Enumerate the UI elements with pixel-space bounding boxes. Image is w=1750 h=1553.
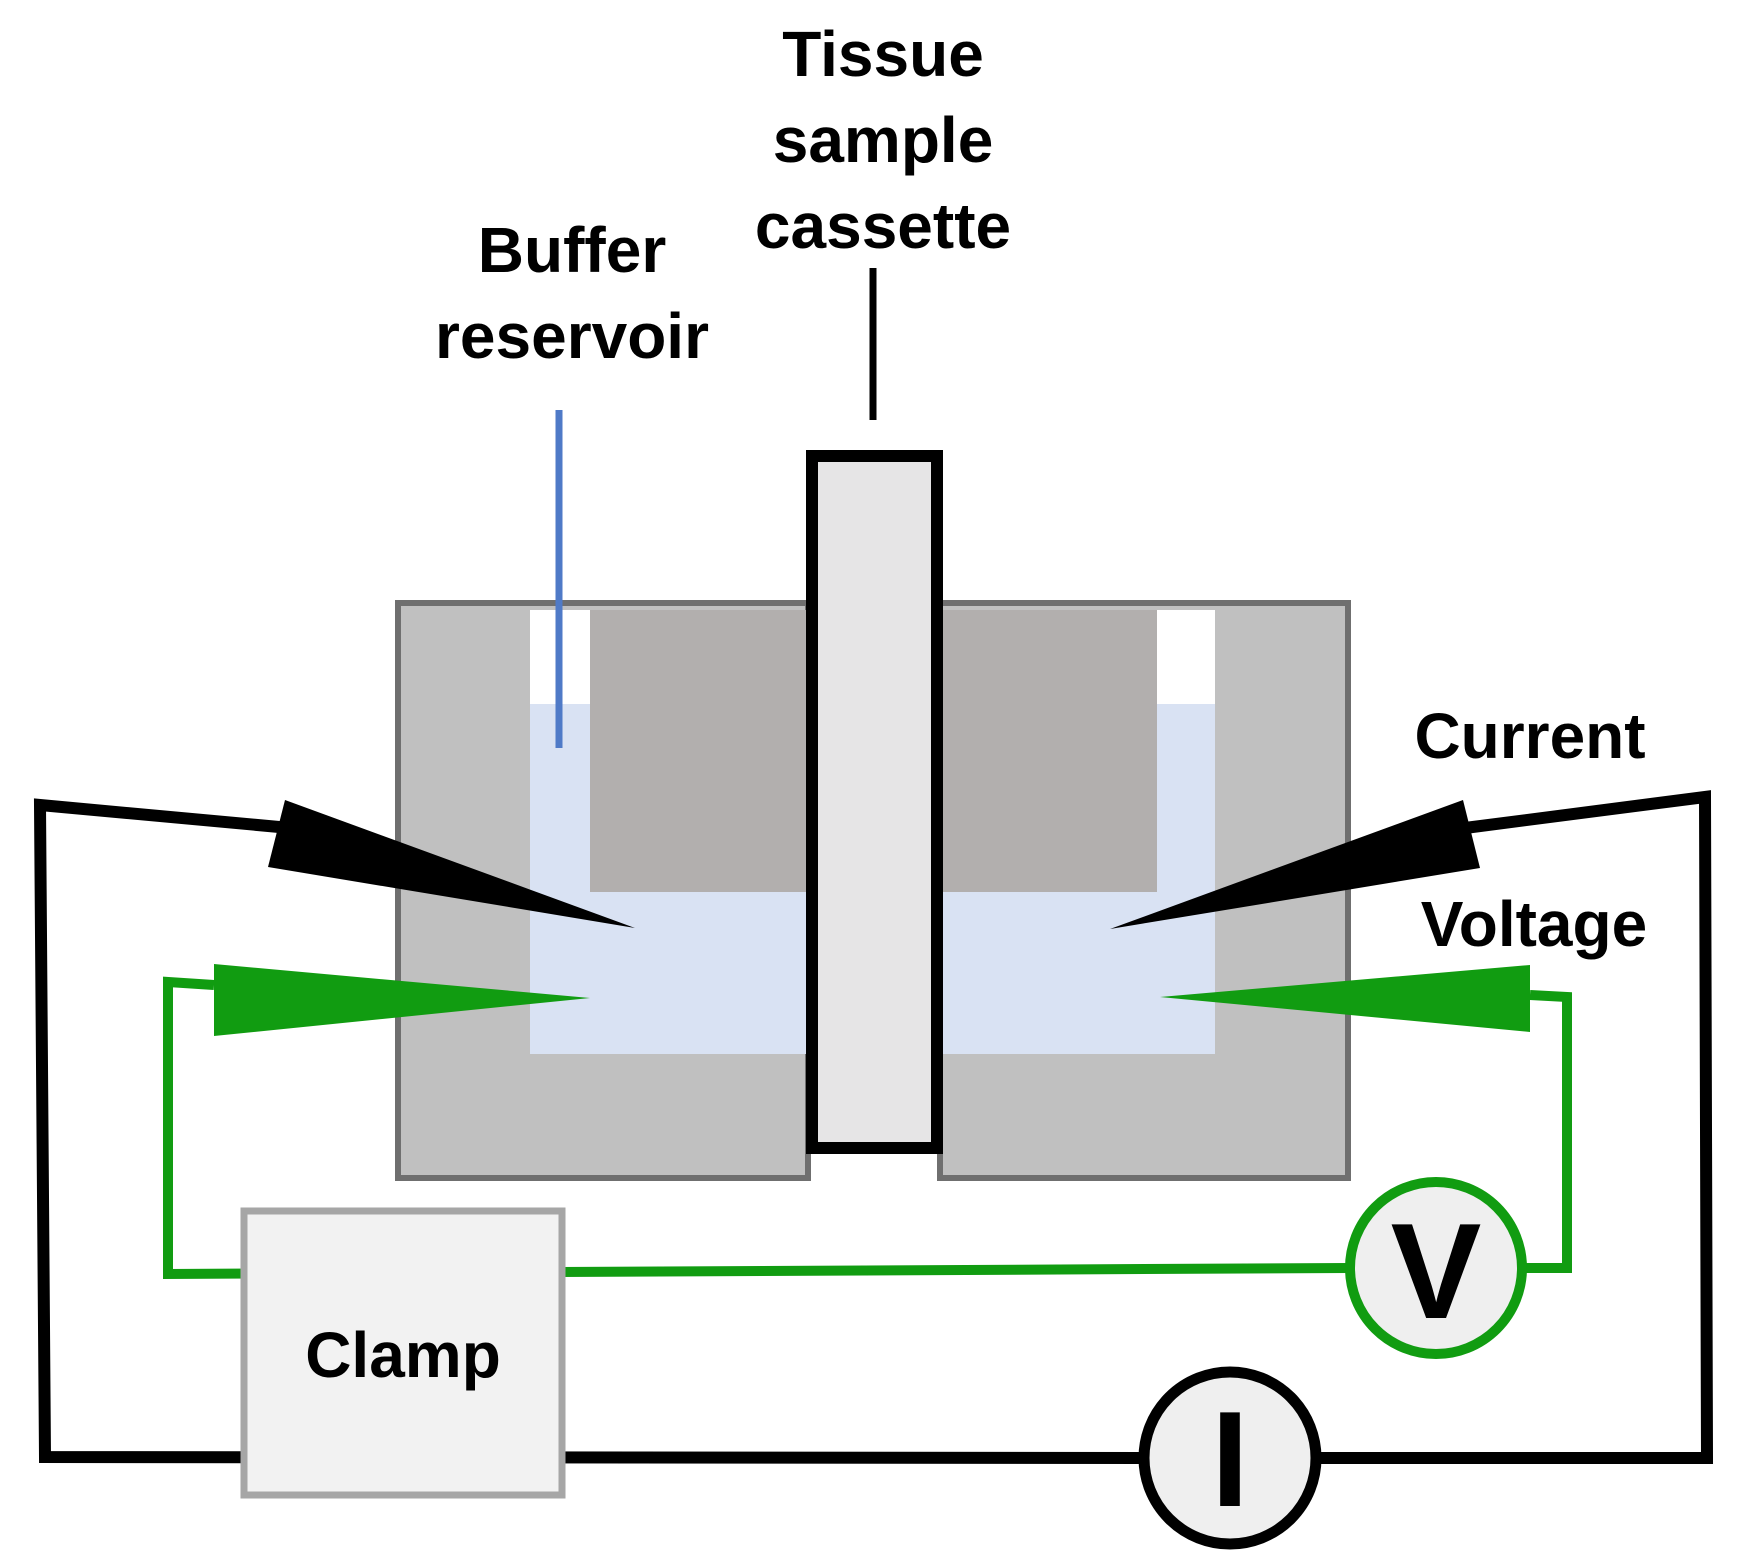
ammeter	[1138, 1366, 1322, 1550]
voltage-circuit-wire	[163, 976, 1351, 1280]
buffer-label-line1: Buffer	[478, 214, 666, 286]
voltage-label: Voltage	[1421, 888, 1647, 960]
tissue-label-line1: Tissue	[782, 18, 984, 90]
current-electrode-left	[268, 800, 635, 928]
inner-block-left	[590, 610, 810, 892]
current-electrode-right	[1110, 800, 1480, 929]
voltage-electrode-right	[1160, 965, 1530, 1032]
voltmeter-symbol: V	[1391, 1195, 1482, 1347]
buffer-label-line2: reservoir	[435, 300, 709, 372]
current-circuit-wire-right	[1319, 790, 1714, 1464]
clamp-label: Clamp	[305, 1319, 501, 1391]
clamp-box	[240, 1207, 566, 1499]
voltage-electrode-left	[214, 964, 590, 1036]
reservoir-opening-right	[1157, 610, 1215, 704]
voltage-circuit-wire-right	[1520, 990, 1572, 1273]
inner-block-right	[938, 610, 1157, 892]
tissue-sample-cassette	[806, 450, 943, 1154]
tissue-label-line2: sample	[773, 104, 994, 176]
current-label: Current	[1414, 700, 1645, 772]
voltmeter	[1345, 1177, 1527, 1359]
tissue-label-line3: cassette	[755, 190, 1011, 262]
ammeter-symbol: I	[1211, 1383, 1249, 1535]
current-circuit-wire	[33, 798, 1142, 1464]
